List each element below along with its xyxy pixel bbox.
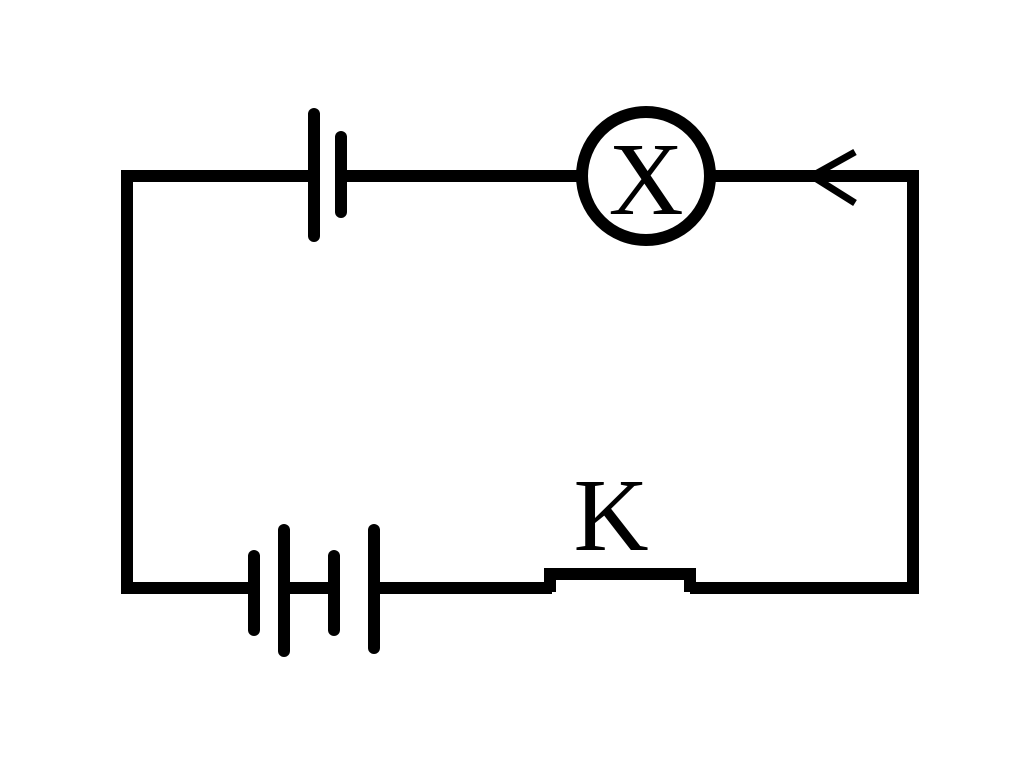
right-wire bbox=[690, 170, 919, 594]
switch-contact bbox=[544, 568, 696, 592]
left-wire bbox=[121, 170, 312, 594]
switch-label: K bbox=[573, 458, 648, 573]
battery-icon bbox=[248, 524, 380, 657]
switch-icon: K bbox=[544, 458, 696, 592]
lamp-circle bbox=[576, 106, 716, 246]
top-wire bbox=[121, 170, 919, 594]
arrow-left-icon bbox=[805, 148, 857, 206]
lamp-label: X bbox=[608, 122, 683, 237]
cell-icon bbox=[308, 108, 347, 242]
lamp-icon: X bbox=[576, 106, 716, 246]
current-arrow bbox=[805, 148, 857, 206]
